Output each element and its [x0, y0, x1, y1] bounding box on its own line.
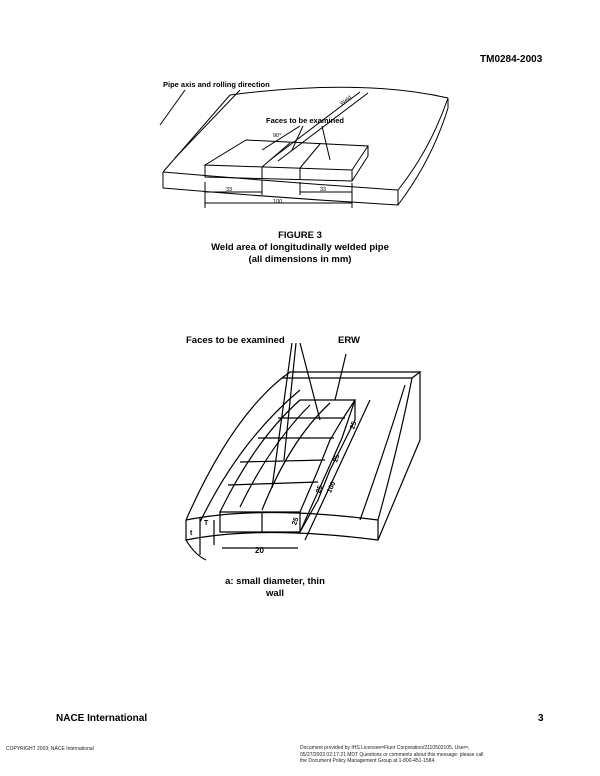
- figure3-units: (all dimensions in mm): [248, 254, 352, 265]
- fig3-axis-label: Pipe axis and rolling direction: [163, 80, 270, 89]
- fig3-plate-right-edge: [397, 97, 449, 191]
- figa-outer-top: [185, 377, 413, 521]
- license-line3: the Document Policy Management Group at …: [300, 758, 436, 764]
- footer-org: NACE International: [56, 713, 148, 724]
- figa-caption-line2: wall: [266, 588, 284, 599]
- license-line2: 05/27/2003 02:17:21 MDT Questions or com…: [300, 751, 484, 758]
- license-notice: Document provided by IHS Licensee=Fluor …: [300, 745, 590, 765]
- fig3-dim-total: 100: [273, 199, 283, 205]
- figa-dim-20: 20: [255, 546, 264, 555]
- fig3-dim-left: 33: [226, 187, 233, 193]
- figa-erw-label: ERW: [338, 335, 360, 346]
- figa-faces-label: Faces to be examined: [186, 335, 285, 346]
- figa-caption: a: small diameter, thin wall: [200, 576, 350, 600]
- copyright-notice: COPYRIGHT 2003; NACE International: [6, 746, 94, 752]
- figa-front-face: [185, 520, 379, 541]
- fig3-plate-thickness: [162, 172, 399, 206]
- figure3-subtitle: Weld area of longitudinally welded pipe: [211, 242, 389, 253]
- fig3-angle-label: 90°: [273, 133, 282, 139]
- figure3-caption: FIGURE 3 Weld area of longitudinally wel…: [150, 230, 450, 266]
- license-line1: Document provided by IHS Licensee=Fluor …: [300, 745, 470, 751]
- document-id: TM0284-2003: [480, 54, 543, 65]
- fig3-plate-front-edge: [162, 171, 399, 191]
- figa-dim-T: T: [204, 520, 209, 527]
- fig3-plate-top-edge: [229, 86, 449, 99]
- figa-dim-t: t: [190, 530, 193, 537]
- fig3-plate-left-edge: [162, 94, 231, 173]
- figa-caption-line1: a: small diameter, thin: [225, 576, 325, 587]
- figure3-title: FIGURE 3: [278, 230, 322, 241]
- fig3-faces-label: Faces to be examined: [266, 116, 344, 125]
- fig3-dim-right: 33: [320, 187, 327, 193]
- page-number: 3: [538, 713, 544, 724]
